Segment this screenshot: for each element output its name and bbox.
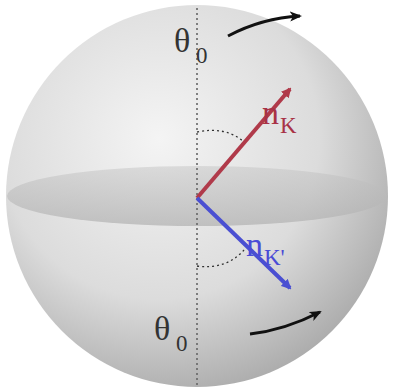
rotation-arrow bbox=[250, 312, 320, 334]
angle-arc bbox=[197, 250, 244, 267]
subscript: 0 bbox=[196, 44, 208, 67]
subscript: K bbox=[280, 114, 297, 137]
vector-arrow bbox=[197, 198, 290, 288]
sphere bbox=[6, 5, 388, 387]
vector-name: n bbox=[246, 228, 263, 262]
vector-arrow bbox=[197, 89, 290, 198]
subscript: K' bbox=[264, 246, 285, 269]
angle-symbol: θ bbox=[154, 312, 170, 346]
angle-symbol: θ bbox=[174, 24, 190, 58]
rotation-arrow bbox=[228, 16, 300, 36]
vector-name: n bbox=[262, 96, 279, 130]
subscript: 0 bbox=[176, 332, 188, 355]
angle-arc bbox=[197, 130, 244, 142]
